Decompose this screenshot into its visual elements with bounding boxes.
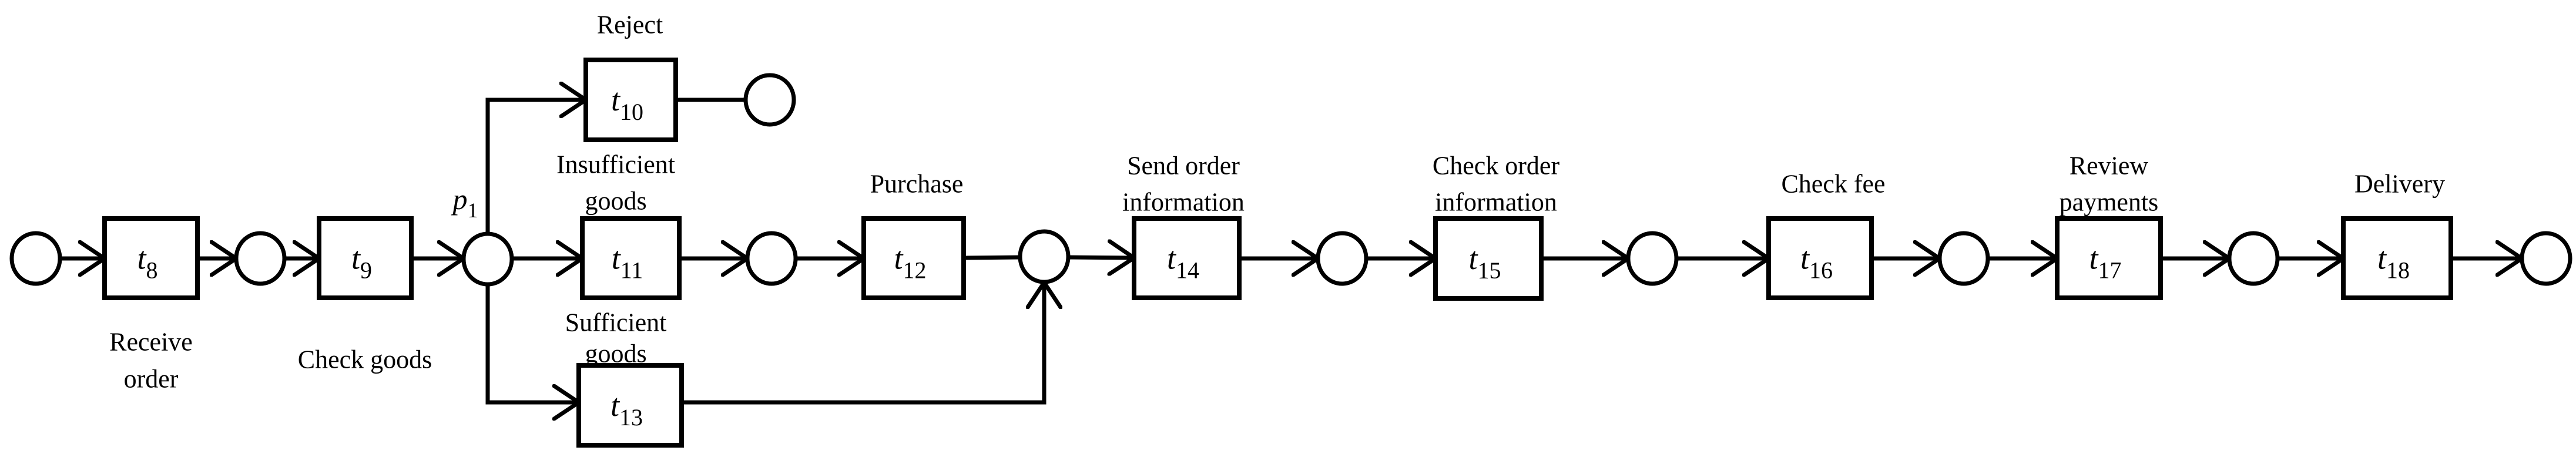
transition-t12 bbox=[861, 216, 966, 300]
label-purchase: Purchase bbox=[870, 170, 964, 199]
place-p1 bbox=[461, 231, 514, 287]
edge-p1-t13 bbox=[485, 284, 579, 402]
place-p-after-t14 bbox=[1316, 231, 1368, 286]
transition-t13 bbox=[576, 363, 684, 448]
transition-label-t11: t11 bbox=[612, 241, 643, 284]
transition-label-t8: t8 bbox=[137, 241, 157, 284]
transition-t15 bbox=[1433, 216, 1544, 301]
transition-label-t12: t12 bbox=[894, 241, 926, 284]
edge-p1-t10 bbox=[485, 100, 586, 234]
transition-t8 bbox=[102, 216, 200, 300]
label-send-order-info-line-1: Send order bbox=[1127, 152, 1240, 180]
label-review-payments-line-2: payments bbox=[2060, 188, 2159, 217]
label-sufficient-goods-line-1: Sufficient bbox=[565, 308, 667, 337]
place-p-after-t17 bbox=[2227, 231, 2280, 286]
place-p-start bbox=[9, 231, 62, 286]
place-label-p1: p1 bbox=[451, 183, 478, 222]
transition-t16 bbox=[1766, 216, 1874, 300]
transition-label-t17: t17 bbox=[2089, 241, 2121, 284]
edge-t13-join bbox=[682, 283, 1044, 405]
label-check-order-info-line-2: information bbox=[1435, 188, 1557, 217]
place-p-join bbox=[1018, 229, 1071, 284]
transition-label-t13: t13 bbox=[611, 388, 643, 431]
label-delivery: Delivery bbox=[2354, 170, 2445, 199]
place-p-reject-end bbox=[743, 73, 796, 127]
transition-label-t10: t10 bbox=[611, 82, 643, 125]
place-p-end bbox=[2520, 231, 2572, 286]
label-insufficient-goods-line-1: Insufficient bbox=[556, 150, 675, 179]
label-send-order-info-line-2: information bbox=[1122, 188, 1245, 217]
label-sufficient-goods-line-2: goods bbox=[585, 340, 646, 368]
label-receive-order-line-2: order bbox=[124, 365, 179, 394]
place-p-after-t15 bbox=[1626, 231, 1679, 286]
transition-t10 bbox=[583, 58, 678, 142]
transition-t9 bbox=[317, 216, 414, 300]
place-p-after-t16 bbox=[1937, 231, 1990, 286]
label-receive-order-line-1: Receive bbox=[109, 328, 193, 357]
transition-t17 bbox=[2055, 216, 2163, 300]
label-check-goods: Check goods bbox=[298, 345, 432, 374]
transition-t11 bbox=[580, 216, 682, 300]
label-check-fee: Check fee bbox=[1781, 170, 1885, 199]
place-p-after-t8 bbox=[234, 231, 287, 286]
transition-label-t18: t18 bbox=[2377, 241, 2410, 284]
transition-label-t16: t16 bbox=[1800, 241, 1833, 284]
label-check-order-info-line-1: Check order bbox=[1433, 152, 1560, 180]
transition-label-t14: t14 bbox=[1167, 241, 1199, 284]
place-p-after-t11 bbox=[745, 231, 798, 286]
label-insufficient-goods-line-2: goods bbox=[585, 187, 646, 216]
transition-t14 bbox=[1132, 216, 1242, 300]
edge-join-t14 bbox=[1068, 257, 1134, 258]
transition-t18 bbox=[2341, 216, 2453, 300]
label-review-payments-line-1: Review bbox=[2069, 152, 2149, 180]
label-reject: Reject bbox=[597, 11, 663, 39]
transition-label-t15: t15 bbox=[1468, 241, 1501, 284]
transition-label-t9: t9 bbox=[351, 241, 372, 284]
edge-t12-join bbox=[963, 255, 1021, 260]
